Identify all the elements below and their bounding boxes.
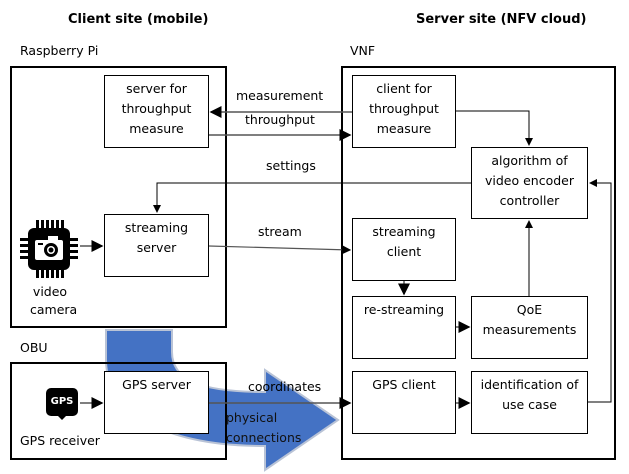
gps-receiver-label: GPS receiver	[20, 433, 100, 448]
throughput-label: throughput	[245, 112, 315, 127]
obu-container	[10, 362, 227, 460]
throughput-to-algorithm-arrow	[456, 110, 533, 146]
raspberry-pi-container	[10, 66, 227, 328]
gps-client-box: GPS client	[352, 371, 456, 434]
server-site-header: Server site (NFV cloud)	[416, 12, 587, 27]
coordinates-label: coordinates	[248, 379, 322, 394]
vnf-label: VNF	[350, 43, 376, 58]
stream-arrow	[208, 244, 352, 255]
raspberry-pi-label: Raspberry Pi	[20, 43, 99, 58]
re-streaming-box: re-streaming	[352, 296, 456, 359]
stream-label: stream	[258, 224, 302, 239]
gps-icon-text: GPS	[50, 396, 74, 407]
gps-icon: GPS	[46, 388, 78, 416]
identification-to-algorithm-arrow	[588, 179, 612, 403]
settings-label: settings	[266, 158, 316, 173]
client-site-header: Client site (mobile)	[68, 12, 209, 27]
vnf-container	[341, 66, 616, 460]
gps-server-box: GPS server	[104, 371, 209, 434]
video-camera-label: video camera	[30, 284, 78, 317]
camera-chip-icon	[20, 220, 78, 278]
settings-arrow	[153, 182, 471, 213]
gps-icon-pointer	[56, 414, 68, 420]
physical-connections-label: physical connections	[226, 410, 302, 445]
obu-label: OBU	[20, 340, 48, 355]
measurement-label: measurement	[236, 88, 324, 103]
